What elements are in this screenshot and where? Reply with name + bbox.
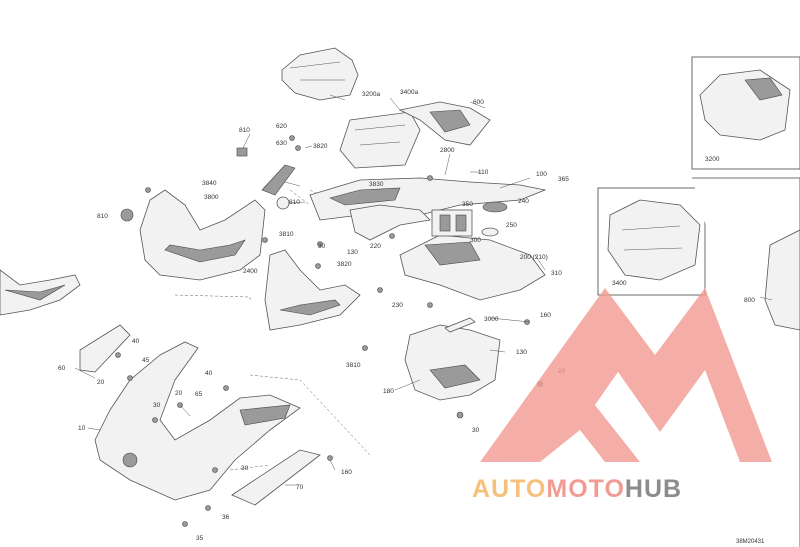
label-800: 800 [744, 297, 755, 304]
watermark-moto: MOTO [546, 475, 625, 503]
label-65: 65 [195, 391, 203, 398]
label-310: 310 [551, 270, 562, 277]
label-3800: 3800 [204, 194, 219, 201]
label-3810-upper: 3810 [279, 231, 294, 238]
label-220: 220 [370, 243, 381, 250]
label-240: 240 [518, 198, 529, 205]
watermark-text: AUTOMOTOHUB [472, 475, 682, 503]
trim-bottom-part [231, 449, 321, 506]
label-100: 100 [536, 171, 547, 178]
front-fairing-part [94, 341, 301, 501]
label-3820-top: 3820 [313, 143, 328, 150]
label-35: 35 [196, 535, 204, 542]
label-180: 180 [383, 388, 394, 395]
label-600: 600 [473, 99, 484, 106]
label-30-upper: 30 [318, 243, 326, 250]
watermark-auto: AUTO [472, 475, 546, 503]
inset-box-800 [692, 177, 800, 547]
label-230: 230 [392, 302, 403, 309]
label-300: 300 [470, 237, 481, 244]
label-130-lower: 130 [516, 349, 527, 356]
upper-right-panel [398, 101, 491, 146]
watermark-logo [480, 288, 772, 462]
label-810-top: 810 [239, 127, 250, 134]
center-cowl-part [264, 249, 361, 331]
mirror-arm-part [236, 147, 296, 196]
label-3830: 3830 [369, 181, 384, 188]
label-200: 200 (210) [520, 254, 548, 261]
mid-frame-part [309, 177, 547, 221]
label-160-right: 160 [540, 312, 551, 319]
left-edge-part [0, 269, 81, 316]
label-3200a: 3200a [362, 91, 380, 98]
lower-inner-panel [404, 324, 501, 401]
label-3820-mid: 3820 [337, 261, 352, 268]
label-36: 36 [222, 514, 230, 521]
center-tray-part [339, 111, 421, 169]
label-30-lower: 30 [241, 465, 249, 472]
label-30-center: 30 [153, 402, 161, 409]
label-620: 620 [276, 123, 287, 130]
label-70: 70 [296, 484, 304, 491]
ring-parts [481, 201, 508, 237]
label-365: 365 [558, 176, 569, 183]
inset-box-3400 [597, 187, 706, 296]
bracket-part [349, 204, 431, 241]
label-45: 45 [142, 357, 150, 364]
label-3810-lower: 3810 [346, 362, 361, 369]
label-3200: 3200 [705, 156, 720, 163]
label-20-center: 20 [175, 390, 183, 397]
label-810-mid: 810 [289, 199, 300, 206]
label-810-left: 810 [97, 213, 108, 220]
label-250: 250 [506, 222, 517, 229]
label-350: 350 [462, 201, 473, 208]
label-3400: 3400 [612, 280, 627, 287]
label-30-right: 30 [472, 427, 480, 434]
inset-box-3200 [691, 56, 800, 170]
label-60: 60 [58, 365, 66, 372]
trim-left-part [79, 324, 131, 373]
hardware [115, 135, 543, 527]
watermark-hub: HUB [625, 475, 682, 503]
top-canopy-part [281, 47, 359, 101]
strip-part [444, 317, 476, 333]
label-10: 10 [78, 425, 86, 432]
label-3840: 3840 [202, 180, 217, 187]
label-2800: 2800 [440, 147, 455, 154]
label-40-left: 40 [132, 338, 140, 345]
label-2400: 2400 [243, 268, 258, 275]
left-housing-part [139, 189, 266, 281]
document-id: 38M20431 [736, 539, 765, 545]
label-3400a: 3400a [400, 89, 418, 96]
switch-block-part [431, 209, 473, 237]
leader-lines [74, 94, 773, 486]
label-20-left: 20 [97, 379, 105, 386]
label-110: 110 [478, 169, 489, 176]
console-part [399, 234, 546, 301]
label-3000: 3000 [484, 316, 499, 323]
label-630: 630 [276, 140, 287, 147]
label-40-center: 40 [205, 370, 213, 377]
label-160-lower: 160 [341, 469, 352, 476]
grommets [120, 196, 290, 222]
label-130-upper: 130 [347, 249, 358, 256]
